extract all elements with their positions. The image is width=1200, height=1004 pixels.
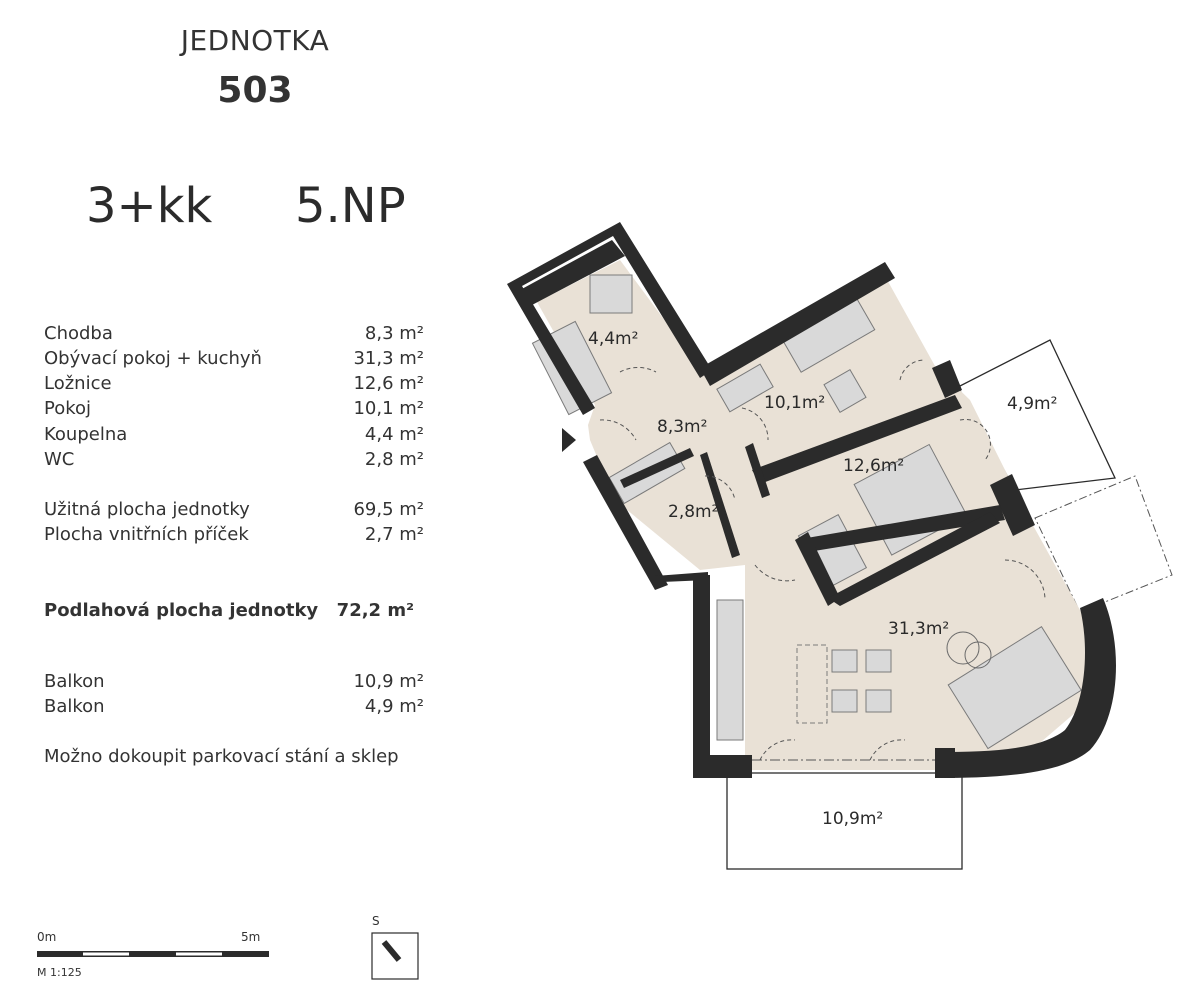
balcony-name: Balkon (44, 696, 105, 717)
total-area: 2,7 m² (364, 524, 424, 545)
balcony-area: 10,9 m² (353, 671, 424, 692)
total-name: Užitná plocha jednotky (44, 499, 250, 520)
room-area: 31,3 m² (353, 348, 424, 369)
room-name: Chodba (44, 323, 113, 344)
scale-end-label: 5m (241, 930, 261, 944)
room-area: 2,8 m² (364, 449, 424, 470)
scale-bar (37, 951, 269, 957)
plan-label-balcony-small: 4,9m² (1007, 394, 1057, 414)
plan-label-balcony-large: 10,9m² (822, 809, 883, 829)
plan-label-bathroom: 4,4m² (588, 329, 638, 349)
room-area: 12,6 m² (353, 373, 424, 394)
scale-ratio: M 1:125 (37, 966, 82, 979)
room-area: 4,4 m² (364, 424, 424, 445)
plan-label-living: 31,3m² (888, 619, 949, 639)
compass-arrow-icon (371, 932, 419, 980)
scale-start-label: 0m (37, 930, 57, 944)
room-name: Obývací pokoj + kuchyň (44, 348, 262, 369)
plan-label-bedroom: 12,6m² (843, 456, 904, 476)
floor-plan: 4,4m² 10,1m² 4,9m² 8,3m² 12,6m² 2,8m² 31… (507, 222, 1173, 870)
purchase-note: Možno dokoupit parkovací stání a sklep (44, 746, 399, 767)
floor-area-name: Podlahová plocha jednotky (44, 600, 319, 621)
room-name: Ložnice (44, 373, 112, 394)
room-area: 10,1 m² (353, 398, 424, 419)
balcony-canopy-outline (1034, 475, 1173, 613)
balcony-name: Balkon (44, 671, 105, 692)
unit-number: 503 (217, 70, 293, 111)
floor-label: 5.NP (295, 178, 406, 234)
balcony-area: 4,9 m² (364, 696, 424, 717)
room-name: Koupelna (44, 424, 128, 445)
plan-label-hallway: 8,3m² (657, 417, 707, 437)
entrance-marker (562, 428, 576, 452)
north-letter: S (372, 914, 380, 928)
room-name: WC (44, 449, 75, 470)
layout-type: 3+kk (86, 178, 213, 234)
plan-label-wc: 2,8m² (668, 502, 718, 522)
room-area: 8,3 m² (364, 323, 424, 344)
room-name: Pokoj (44, 398, 92, 419)
floor-area-value: 72,2 m² (336, 600, 414, 621)
door-swings (599, 359, 1046, 761)
unit-label: JEDNOTKA (180, 24, 330, 57)
walls (507, 222, 1116, 778)
total-area: 69,5 m² (353, 499, 424, 520)
plan-label-room: 10,1m² (764, 393, 825, 413)
total-name: Plocha vnitřních příček (44, 524, 249, 545)
balcony-large (726, 772, 963, 870)
round-table (946, 631, 992, 669)
